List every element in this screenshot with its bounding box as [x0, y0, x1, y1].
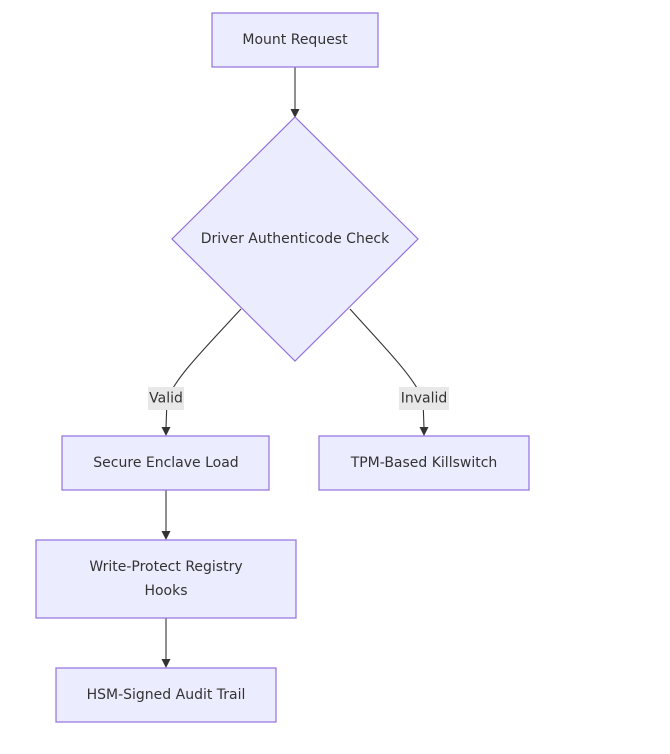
node-tpm-killswitch-label: TPM-Based Killswitch — [350, 455, 498, 471]
node-write-protect-label-line1: Write-Protect Registry — [89, 559, 242, 575]
arrowhead-mount-to-check — [290, 109, 300, 118]
node-write-protect: Write-Protect Registry Hooks — [35, 539, 297, 619]
node-write-protect-label-line2: Hooks — [144, 583, 187, 599]
arrowhead-check-to-tpm — [419, 427, 429, 436]
node-secure-enclave: Secure Enclave Load — [61, 435, 270, 491]
node-tpm-killswitch: TPM-Based Killswitch — [318, 435, 530, 491]
edge-check-to-tpm — [349, 308, 425, 429]
node-mount-request-label: Mount Request — [242, 32, 348, 48]
node-authenticode-check: Driver Authenticode Check — [171, 116, 419, 362]
edge-label-invalid: Invalid — [399, 387, 449, 410]
edge-label-valid-text: Valid — [149, 391, 183, 407]
node-secure-enclave-label: Secure Enclave Load — [93, 455, 238, 471]
arrowhead-check-to-enclave — [161, 427, 171, 436]
edge-label-valid: Valid — [148, 387, 184, 410]
node-hsm-audit: HSM-Signed Audit Trail — [55, 667, 277, 723]
node-authenticode-check-label: Driver Authenticode Check — [201, 231, 390, 247]
edge-check-to-enclave — [165, 308, 242, 429]
node-mount-request: Mount Request — [211, 12, 379, 68]
node-hsm-audit-label: HSM-Signed Audit Trail — [87, 687, 246, 703]
arrowhead-enclave-to-writeprotect — [161, 531, 171, 540]
edge-label-invalid-text: Invalid — [401, 391, 448, 407]
arrowhead-writeprotect-to-hsm — [161, 659, 171, 668]
